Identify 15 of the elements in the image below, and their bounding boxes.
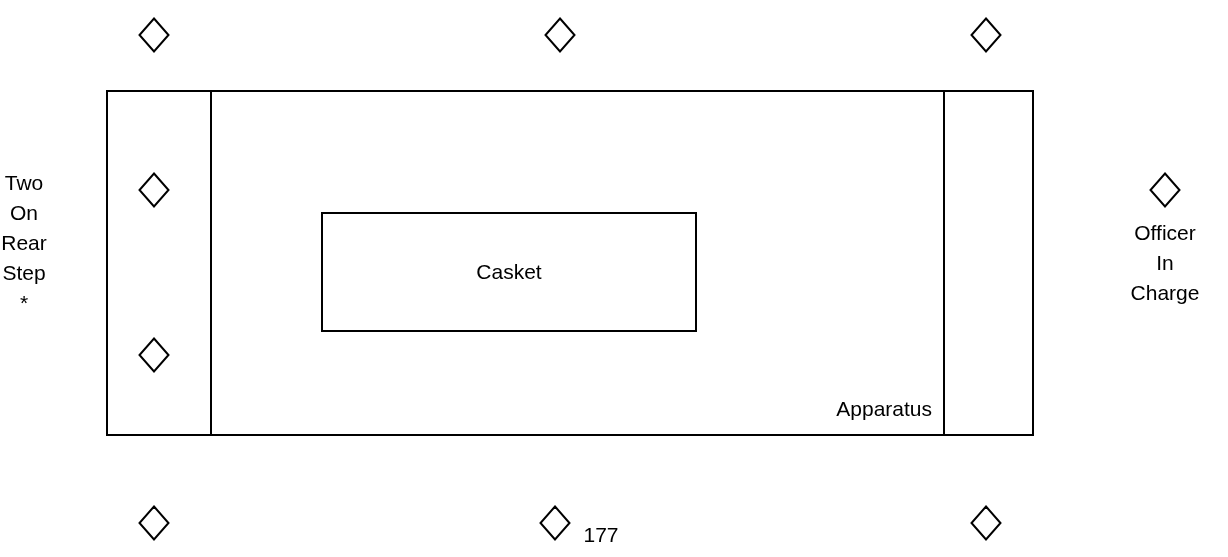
diamond-marker (539, 505, 571, 541)
apparatus-outline (106, 90, 1034, 436)
vehicle-label: Apparatus (836, 396, 932, 422)
diamond-marker (970, 17, 1002, 53)
position-label: Officer In Charge (1129, 220, 1201, 306)
diamond-marker (138, 337, 170, 373)
role-label: Two On Rear Step * (0, 170, 48, 316)
diamond-marker (970, 505, 1002, 541)
diamond-marker (138, 505, 170, 541)
casket-box: Casket (321, 212, 697, 332)
diamond-marker (138, 17, 170, 53)
page-number: 177 (582, 522, 620, 548)
diamond-marker (544, 17, 576, 53)
diamond-marker (1149, 172, 1181, 208)
diamond-marker (138, 172, 170, 208)
